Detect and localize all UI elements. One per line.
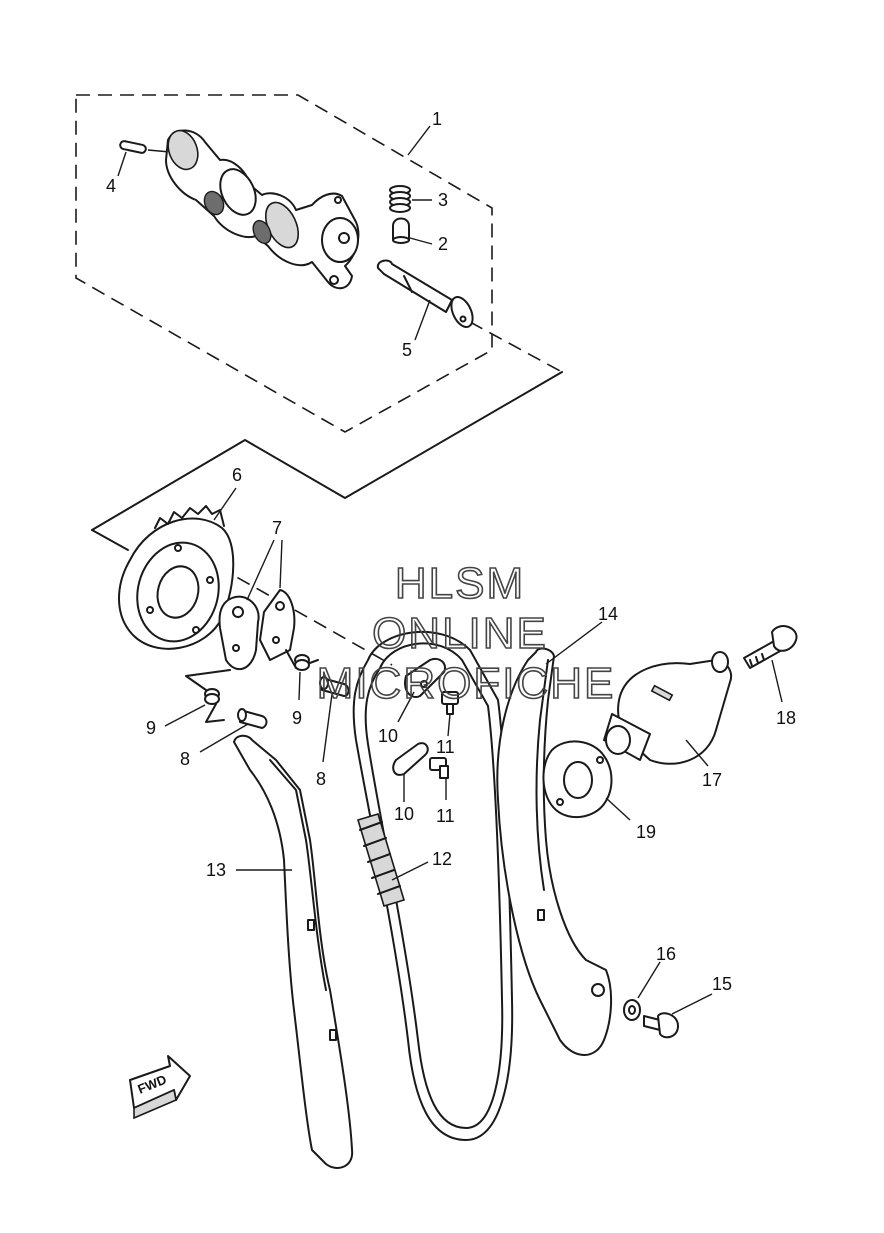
decompressor-pin-right <box>319 676 350 763</box>
callout-10a: 10 <box>378 726 398 746</box>
callout-16: 16 <box>656 944 676 964</box>
callout-12: 12 <box>432 849 452 869</box>
callout-5: 5 <box>402 340 412 360</box>
decompressor-weights <box>218 539 296 671</box>
callout-9a: 9 <box>146 718 156 738</box>
callout-1: 1 <box>432 109 442 129</box>
chain-tensioner-guide <box>496 621 613 1056</box>
watermark-line-3: MICROFICHE <box>317 659 616 708</box>
callout-10b: 10 <box>394 804 414 824</box>
cam-shaft-pin <box>376 259 474 341</box>
callout-8b: 8 <box>316 769 326 789</box>
callout-13: 13 <box>206 860 226 880</box>
pivot-bolt <box>643 993 713 1039</box>
callout-15: 15 <box>712 974 732 994</box>
decompressor-pin-left <box>199 708 268 753</box>
decompressor-spring-right <box>285 649 319 701</box>
cam-sprocket <box>118 505 235 650</box>
cam-chain <box>352 630 514 1141</box>
chain-link-section <box>357 813 405 907</box>
watermark: HLSM ONLINE MICROFICHE <box>316 558 616 709</box>
callout-11b: 11 <box>436 806 455 826</box>
guide-stopper-upper <box>397 658 446 723</box>
callout-3: 3 <box>438 190 448 210</box>
decompressor-spring-left <box>164 669 231 727</box>
callout-7: 7 <box>272 518 282 538</box>
watermark-line-1: HLSM <box>395 559 525 608</box>
callout-labels: 1 2 3 4 5 6 7 8 8 9 9 10 10 11 11 12 13 … <box>106 109 796 994</box>
callout-2: 2 <box>438 234 448 254</box>
camshaft <box>165 129 360 290</box>
stopper-bolt-upper <box>441 691 459 737</box>
callout-18: 18 <box>776 708 796 728</box>
tensioner-gasket <box>542 740 631 821</box>
guide-stopper-lower <box>392 742 429 802</box>
stopper-bolt-lower <box>429 757 449 800</box>
callout-19: 19 <box>636 822 656 842</box>
callout-14: 14 <box>598 604 618 624</box>
callout-4: 4 <box>106 176 116 196</box>
chain-guide-exhaust <box>233 734 354 1169</box>
chain-tensioner <box>603 651 732 767</box>
valve-spring <box>389 185 432 213</box>
callout-6: 6 <box>232 465 242 485</box>
plunger <box>392 217 433 245</box>
watermark-line-2: ONLINE <box>372 609 548 658</box>
callout-8a: 8 <box>180 749 190 769</box>
callout-9b: 9 <box>292 708 302 728</box>
dowel-pin <box>119 140 171 154</box>
callout-17: 17 <box>702 770 722 790</box>
forward-direction-arrow: FWD <box>129 1055 191 1120</box>
camshaft-assembly-outline <box>75 94 563 433</box>
tensioner-cap-bolt <box>743 625 798 703</box>
pivot-washer <box>623 961 661 1021</box>
callout-11a: 11 <box>436 737 455 757</box>
